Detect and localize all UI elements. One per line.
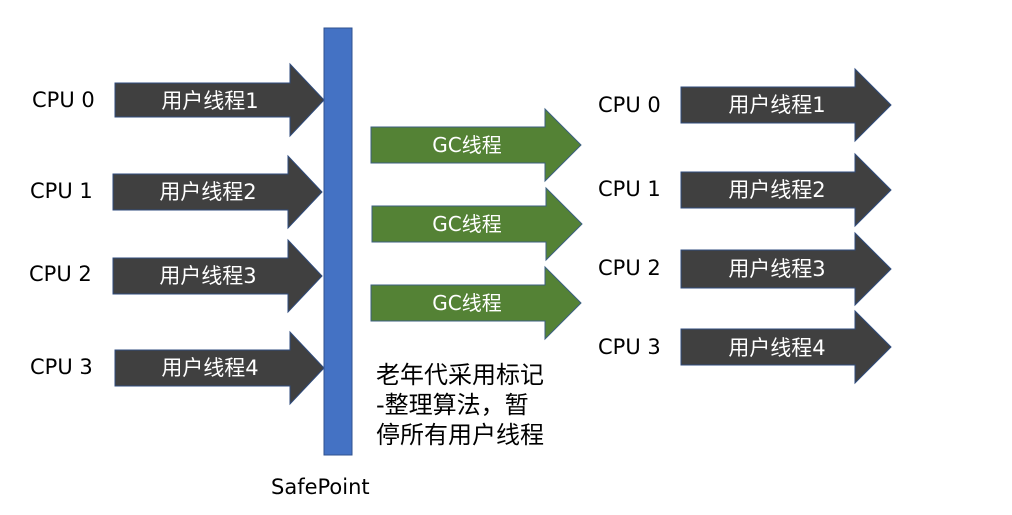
right-thread-arrow-1 <box>680 152 892 228</box>
right-cpu-label-2: CPU 2 <box>598 256 661 280</box>
right-thread-label-2: 用户线程3 <box>728 257 825 281</box>
left-thread-arrow-0 <box>114 62 325 138</box>
left-thread-group: 用户线程1 用户线程2 用户线程3 用户线程4 <box>112 62 325 406</box>
right-cpu-label-3: CPU 3 <box>598 335 661 359</box>
gc-note-line-2: 停所有用户线程 <box>376 421 544 449</box>
left-thread-arrow-1 <box>112 154 323 230</box>
left-thread-label-3: 用户线程4 <box>161 356 258 380</box>
left-thread-label-2: 用户线程3 <box>159 264 256 288</box>
right-thread-label-0: 用户线程1 <box>728 93 825 117</box>
gc-thread-label-0: GC线程 <box>432 133 501 157</box>
right-thread-arrow-3 <box>680 309 892 385</box>
gc-thread-arrow-0 <box>370 107 582 183</box>
left-thread-label-1: 用户线程2 <box>159 180 256 204</box>
gc-thread-label-2: GC线程 <box>432 291 501 315</box>
right-thread-group: 用户线程1 用户线程2 用户线程3 用户线程4 <box>680 67 892 385</box>
gc-thread-label-1: GC线程 <box>432 212 501 236</box>
gc-note-line-0: 老年代采用标记 <box>376 361 544 389</box>
gc-note: 老年代采用标记 -整理算法，暂 停所有用户线程 <box>376 360 566 450</box>
safepoint-bar <box>323 27 353 456</box>
right-thread-arrow-2 <box>680 231 892 307</box>
left-thread-label-0: 用户线程1 <box>161 89 258 113</box>
right-thread-label-1: 用户线程2 <box>728 178 825 202</box>
right-cpu-label-1: CPU 1 <box>598 177 661 201</box>
left-thread-arrow-3 <box>114 330 325 406</box>
left-cpu-label-2: CPU 2 <box>29 262 92 286</box>
right-thread-arrow-0 <box>680 67 892 143</box>
left-cpu-label-0: CPU 0 <box>32 88 95 112</box>
safepoint-label: SafePoint <box>271 475 370 499</box>
left-cpu-label-1: CPU 1 <box>30 179 93 203</box>
left-cpu-label-3: CPU 3 <box>30 355 93 379</box>
left-thread-arrow-2 <box>112 238 323 314</box>
gc-thread-arrow-1 <box>371 186 583 262</box>
gc-note-line-1: -整理算法，暂 <box>376 391 529 419</box>
gc-thread-group: GC线程 GC线程 GC线程 <box>370 107 583 341</box>
gc-thread-arrow-2 <box>370 265 582 341</box>
right-cpu-label-0: CPU 0 <box>598 93 661 117</box>
right-thread-label-3: 用户线程4 <box>728 336 825 360</box>
